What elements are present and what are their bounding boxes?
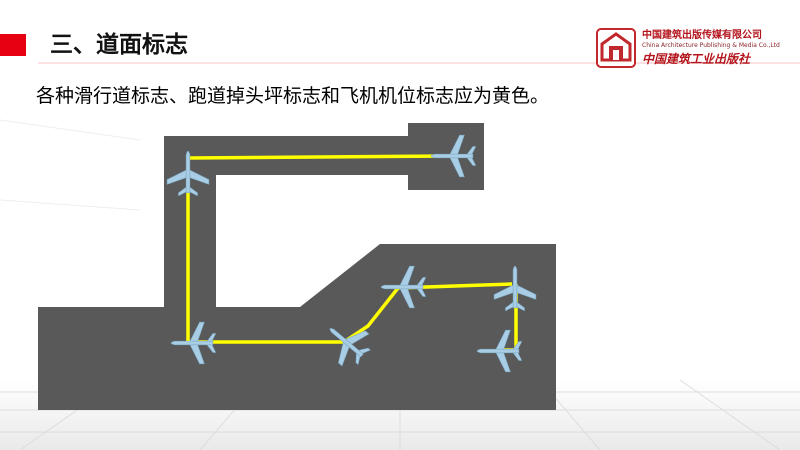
title-accent-bar <box>0 34 26 56</box>
publisher-logo: 中国建筑出版传媒有限公司 China Architecture Publishi… <box>596 28 796 72</box>
pavement-area <box>38 123 556 410</box>
page-title: 三、道面标志 <box>50 32 188 58</box>
publisher-name-en: China Architecture Publishing & Media Co… <box>642 42 780 49</box>
statement-text: 各种滑行道标志、跑道掉头坪标志和飞机机位标志应为黄色。 <box>36 85 550 107</box>
header-divider <box>38 62 800 64</box>
publisher-logo-icon <box>596 28 636 68</box>
publisher-name-cn: 中国建筑出版传媒有限公司 <box>642 30 762 41</box>
publisher-name-script: 中国建筑工业出版社 <box>642 52 751 66</box>
